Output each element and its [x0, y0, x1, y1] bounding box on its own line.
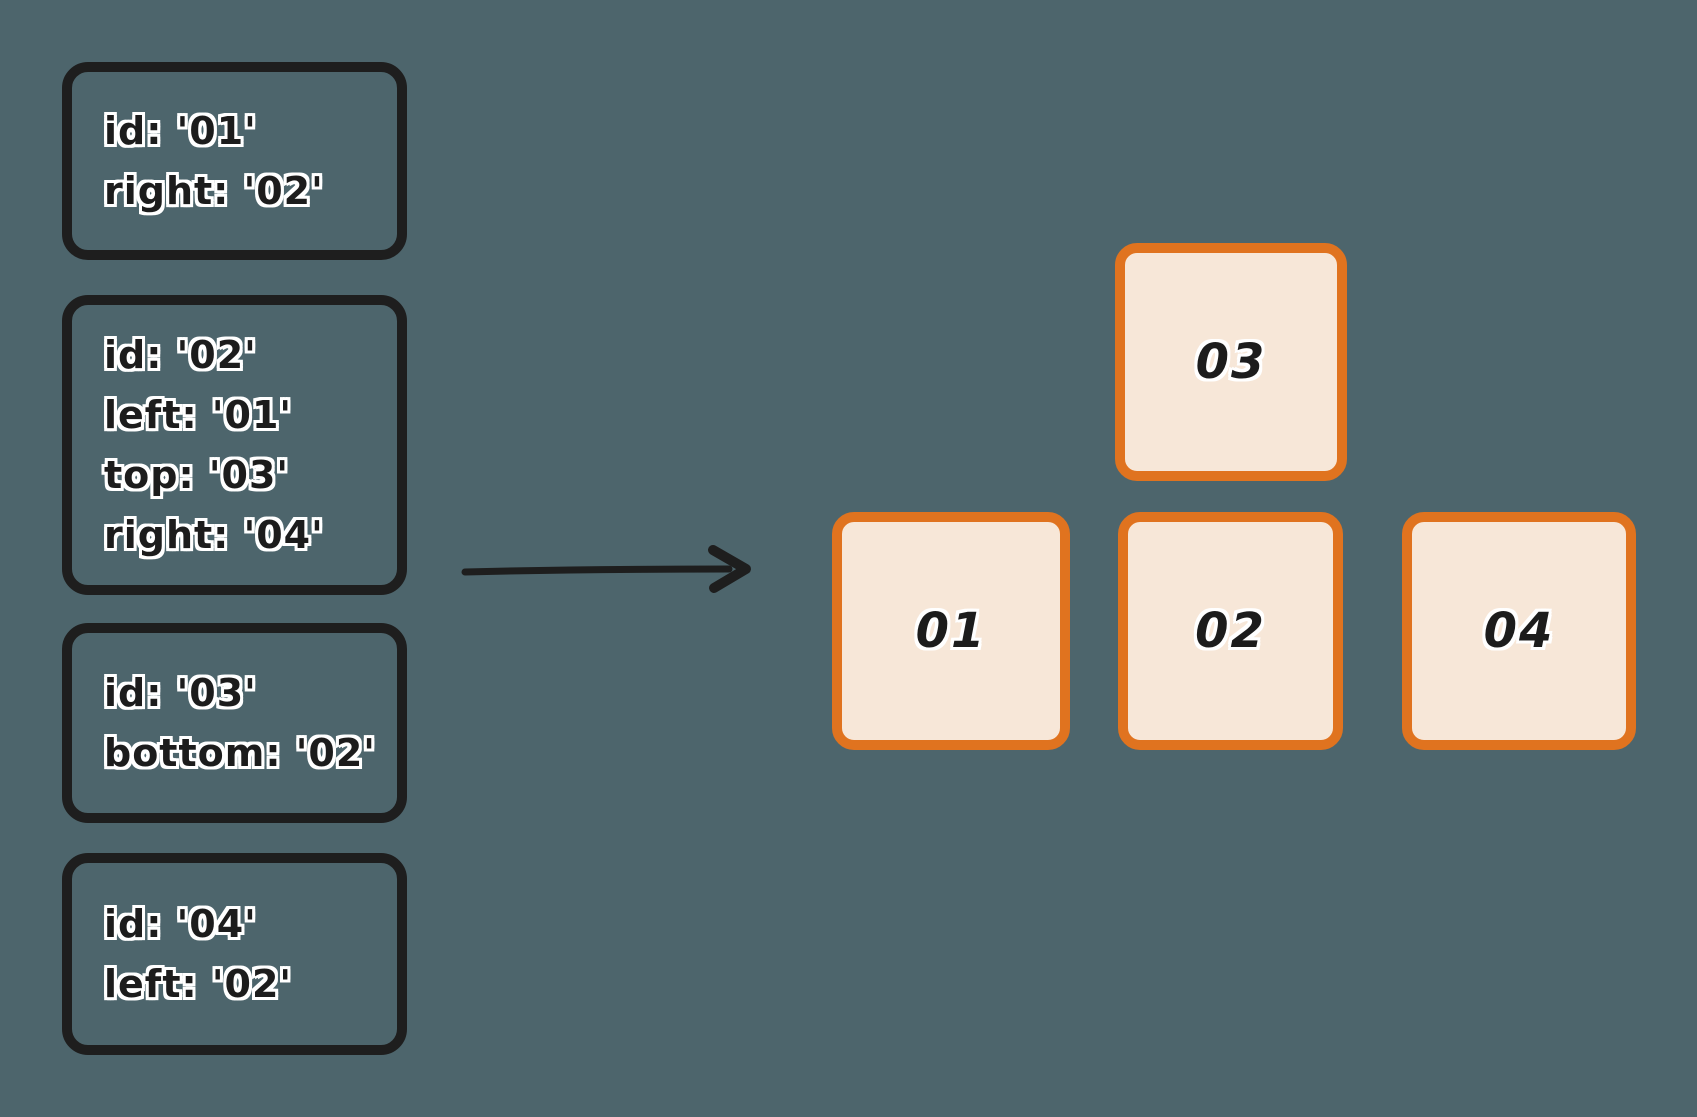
- definition-line: bottom: '02': [104, 731, 376, 775]
- node-label: 03: [1195, 334, 1267, 390]
- definition-line: right: '04': [104, 513, 324, 557]
- definition-line: left: '01': [104, 393, 293, 437]
- node-label: 04: [1483, 603, 1555, 659]
- definition-line: id: '02': [104, 333, 257, 377]
- node-04: 04: [1402, 512, 1636, 750]
- arrow-right-icon: [455, 538, 755, 602]
- definition-box-01: id: '01' right: '02': [62, 62, 407, 260]
- definition-line: top: '03': [104, 453, 290, 497]
- node-label: 01: [915, 603, 987, 659]
- node-label: 02: [1195, 603, 1266, 659]
- definition-line: left: '02': [104, 962, 293, 1006]
- definition-box-03: id: '03' bottom: '02': [62, 623, 407, 823]
- definition-box-02: id: '02' left: '01' top: '03' right: '04…: [62, 295, 407, 595]
- definition-line: id: '01': [104, 109, 257, 153]
- definition-box-04: id: '04' left: '02': [62, 853, 407, 1055]
- definition-line: right: '02': [104, 169, 324, 213]
- definition-line: id: '03': [104, 671, 257, 715]
- node-01: 01: [832, 512, 1070, 750]
- definition-line: id: '04': [104, 902, 257, 946]
- node-03: 03: [1115, 243, 1347, 481]
- node-02: 02: [1118, 512, 1343, 750]
